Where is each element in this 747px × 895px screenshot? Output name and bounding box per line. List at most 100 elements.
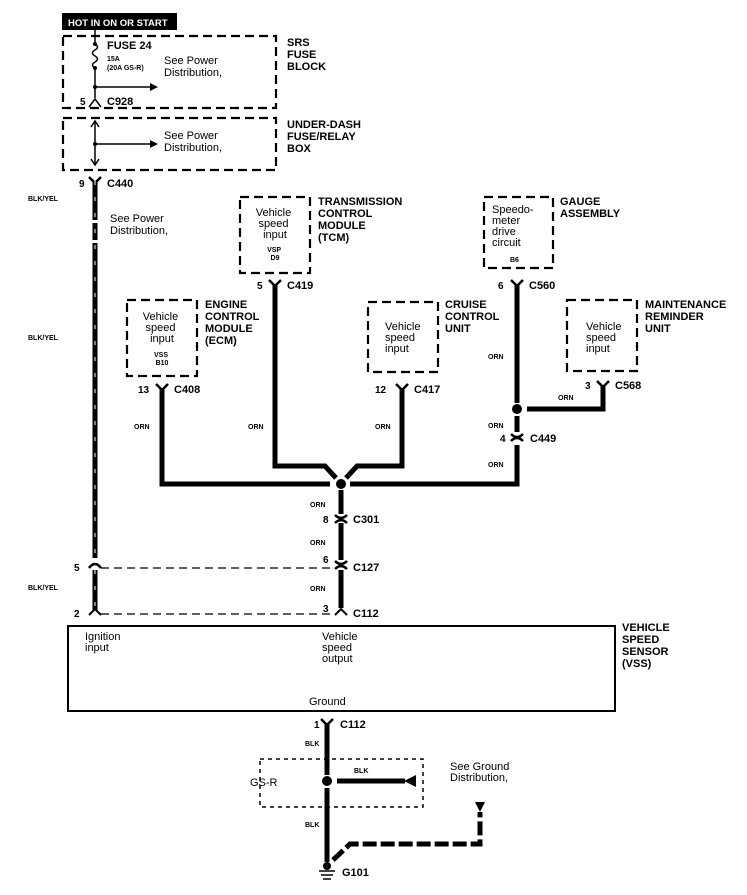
wire-color-label: ORN <box>134 424 150 431</box>
wire-color-label: ORN <box>310 502 326 509</box>
maintenance-box <box>565 298 639 373</box>
ground-c112-connector: C112 <box>340 719 366 731</box>
c112-left-pin: 2 <box>74 609 80 620</box>
maintenance-connector: C568 <box>615 380 641 392</box>
ecm-terminal: VSS B10 <box>154 352 170 367</box>
arrow-right-icon <box>95 83 158 91</box>
c449-pin: 4 <box>500 434 506 445</box>
tcm-box <box>238 195 312 275</box>
wire-color-label: ORN <box>310 586 326 593</box>
vss-box <box>67 625 616 712</box>
cruise-input-label: Vehicle speed input <box>385 321 424 355</box>
wire-color-label: BLK/YEL <box>28 196 59 203</box>
c440-connector: C440 <box>107 178 133 190</box>
gauge-box <box>482 195 555 270</box>
ground-arrow-icon <box>475 802 485 812</box>
srs-see-power: See Power Distribution, <box>164 55 222 79</box>
gauge-input-label: Speedo- meter drive circuit <box>492 204 537 249</box>
c112-connector: C112 <box>353 608 379 620</box>
female-connector-icon <box>88 97 102 108</box>
srs-fuse-block-title: SRS FUSE BLOCK <box>287 37 326 73</box>
vss-ground-label: Ground <box>309 696 346 708</box>
wire-color-label: BLK <box>305 741 319 748</box>
c301-connector: C301 <box>353 514 379 526</box>
arrow-left-icon <box>404 775 416 787</box>
wire-color-label: ORN <box>248 424 264 431</box>
c112-pin: 3 <box>323 604 329 615</box>
blk-yel-wire <box>92 181 98 610</box>
c127-connector: C127 <box>353 562 379 574</box>
under-dash-title: UNDER-DASH FUSE/RELAY BOX <box>287 119 364 155</box>
splice-icon <box>322 776 332 786</box>
tcm-title: TRANSMISSION CONTROL MODULE (TCM) <box>318 196 405 244</box>
wire-color-label: BLK/YEL <box>28 585 59 592</box>
under-dash-see-power: See Power Distribution, <box>164 130 222 154</box>
ground-c112-pin: 1 <box>314 720 320 731</box>
wire-color-label: ORN <box>488 354 504 361</box>
inline-connector-icon <box>334 560 348 570</box>
hot-banner <box>62 13 177 30</box>
wire-color-label: BLK <box>354 768 368 775</box>
fuse-ratings: 15A (20A GS-R) <box>107 56 144 72</box>
ecm-pin: 13 <box>138 385 150 396</box>
wire-color-label: ORN <box>488 423 504 430</box>
wire-color-label: ORN <box>558 395 574 402</box>
c127-left-pin: 5 <box>74 563 80 574</box>
ecm-connector: C408 <box>174 384 200 396</box>
maintenance-pin: 3 <box>585 381 591 392</box>
orn-wires <box>159 285 606 608</box>
fuse-name: FUSE 24 <box>107 40 153 52</box>
left-see-power: See Power Distribution, <box>110 213 168 237</box>
c127-pin: 6 <box>323 555 329 566</box>
c440-pin: 9 <box>79 179 85 190</box>
splice-icon <box>336 479 346 489</box>
wire-color-label: BLK <box>305 822 319 829</box>
maintenance-input-label: Vehicle speed input <box>586 321 625 355</box>
double-arrow-icon <box>90 119 158 167</box>
connector-icon <box>88 562 102 569</box>
vss-ignition-input: Ignition input <box>85 631 124 654</box>
gauge-pin: 6 <box>498 281 504 292</box>
under-dash-box <box>61 116 278 172</box>
vss-title: VEHICLE SPEED SENSOR (VSS) <box>622 622 673 670</box>
cruise-title: CRUISE CONTROL UNIT <box>445 299 502 335</box>
ecm-title: ENGINE CONTROL MODULE (ECM) <box>205 299 262 347</box>
wire-color-label: ORN <box>375 424 391 431</box>
maintenance-title: MAINTENANCE REMINDER UNIT <box>645 299 729 335</box>
srs-fuse-block-box <box>61 34 278 110</box>
c301-pin: 8 <box>323 515 329 526</box>
wire-color-label: BLK/YEL <box>28 335 59 342</box>
tcm-connector: C419 <box>287 280 313 292</box>
ground-see-distribution: See Ground Distribution, <box>450 761 512 784</box>
gsr-box <box>259 758 424 808</box>
gauge-title: GAUGE ASSEMBLY <box>560 196 621 220</box>
ground-symbol-icon <box>319 862 335 880</box>
female-connector-icon <box>334 607 348 616</box>
ground-wires <box>324 724 483 862</box>
hot-banner-label: HOT IN ON OR START <box>68 18 168 29</box>
splice-icon <box>512 404 522 414</box>
ground-point-label: G101 <box>342 867 369 879</box>
vss-speed-output: Vehicle speed output <box>322 631 361 665</box>
cruise-box <box>366 300 440 374</box>
ecm-box <box>125 298 199 378</box>
wire-color-label: ORN <box>488 462 504 469</box>
connector-icon <box>88 607 102 616</box>
ecm-input-label: Vehicle speed input <box>143 311 182 345</box>
tcm-terminal: VSP D9 <box>267 247 283 262</box>
cruise-pin: 12 <box>375 385 387 396</box>
srs-connector: C928 <box>107 96 133 108</box>
gauge-terminal: B6 <box>510 257 519 264</box>
inline-connector-icon <box>510 433 524 442</box>
tcm-pin: 5 <box>257 281 263 292</box>
c449-connector: C449 <box>530 433 556 445</box>
cruise-connector: C417 <box>414 384 440 396</box>
gsr-label: GS-R <box>250 777 278 789</box>
tcm-input-label: Vehicle speed input <box>256 207 295 241</box>
wire-color-label: ORN <box>310 540 326 547</box>
fuse-icon <box>91 30 99 98</box>
inline-connector-icon <box>334 514 348 524</box>
srs-pin: 5 <box>80 97 86 108</box>
gauge-connector: C560 <box>529 280 555 292</box>
